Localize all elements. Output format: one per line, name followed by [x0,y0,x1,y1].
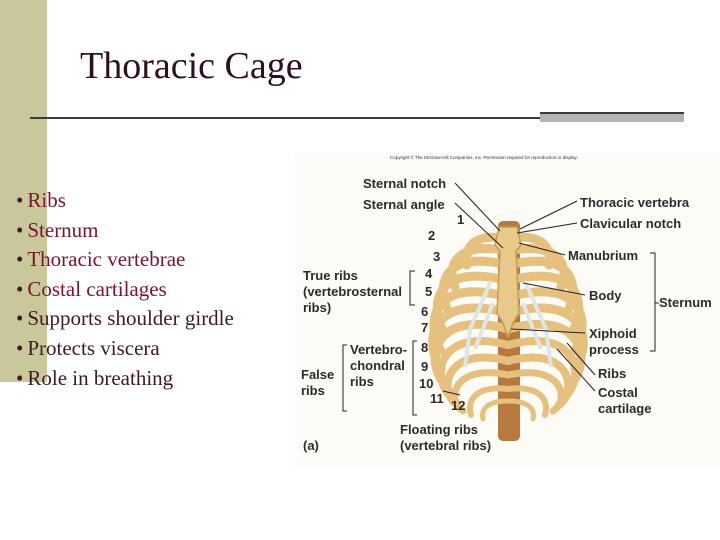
label-vertebrochondral-1: Vertebro- [350,342,408,357]
thoracic-cage-figure: Copyright © The McGraw-Hill Companies, I… [295,153,720,468]
bullet-symbol: • [16,335,24,360]
rib-number: 11 [430,391,444,406]
label-manubrium: Manubrium [568,248,639,263]
rib-number: 7 [421,320,429,335]
label-costal-2: cartilage [598,401,652,416]
bullet-symbol: • [16,276,24,301]
rib-number: 1 [457,212,465,227]
label-true-ribs: True ribs [303,268,358,283]
sternum-shape [494,226,522,340]
left-accent-bar [0,0,47,382]
bullet-item: •Sternum [16,216,234,246]
label-ribs: Ribs [598,366,627,381]
label-sternal-angle: Sternal angle [363,197,445,212]
copyright-notice: Copyright © The McGraw-Hill Companies, I… [390,155,578,160]
label-xiphoid-2: process [589,342,639,357]
rib-cage-illustration [342,182,659,441]
bullet-item: •Protects viscera [16,334,234,364]
label-false-ribs-2: ribs [301,383,325,398]
bullet-symbol: • [16,306,24,331]
leader-lines [342,182,659,416]
rib-number: 12 [451,398,466,413]
bullet-item: •Ribs [16,186,234,216]
label-vertebrochondral-2: chondral [350,358,405,373]
label-clavicular-notch: Clavicular notch [580,216,682,231]
label-thoracic-vertebra: Thoracic vertebra [580,195,690,210]
label-sternum: Sternum [659,295,712,310]
label-floating-2: (vertebral ribs) [400,438,492,453]
label-false-ribs-1: False [301,367,335,382]
bullet-symbol: • [16,247,24,272]
label-panel: (a) [303,438,319,453]
bullet-list: •Ribs •Sternum •Thoracic vertebrae •Cost… [16,186,234,393]
bullet-symbol: • [16,217,24,242]
label-vertebrochondral-3: ribs [350,374,374,389]
bullet-item: •Role in breathing [16,364,234,394]
bullet-symbol: • [16,365,24,390]
label-floating-1: Floating ribs [400,422,478,437]
title-divider [30,117,540,119]
label-costal-1: Costal [598,385,638,400]
bullet-symbol: • [16,188,24,212]
label-body: Body [589,288,622,303]
bullet-text: Supports shoulder girdle [27,306,234,331]
bullet-item: •Thoracic vertebrae [16,245,234,275]
bullet-text: Thoracic vertebrae [27,247,186,272]
rib-number: 6 [421,304,429,319]
rib-number: 5 [425,284,433,299]
rib-number: 4 [425,266,433,281]
bullet-text: Ribs [27,188,66,212]
page-title: Thoracic Cage [80,45,303,87]
bullet-text: Protects viscera [27,335,160,360]
bullet-item: •Costal cartilages [16,275,234,305]
rib-number: 9 [421,359,429,374]
rib-number: 2 [428,228,436,243]
label-xiphoid-1: Xiphoid [589,326,637,341]
costal-cartilage-group [463,280,553,368]
label-true-ribs-sub: (vertebrosternal [303,284,402,299]
bullet-text: Role in breathing [27,365,174,390]
rib-number: 10 [419,376,434,391]
label-sternal-notch: Sternal notch [363,176,447,191]
rib-number: 3 [433,249,441,264]
rib-number: 8 [421,340,429,355]
bullet-text: Costal cartilages [27,276,167,301]
title-divider-accent [540,112,684,122]
label-true-ribs-sub2: ribs) [303,300,332,315]
bullet-item: •Supports shoulder girdle [16,304,234,334]
bullet-text: Sternum [27,217,99,242]
